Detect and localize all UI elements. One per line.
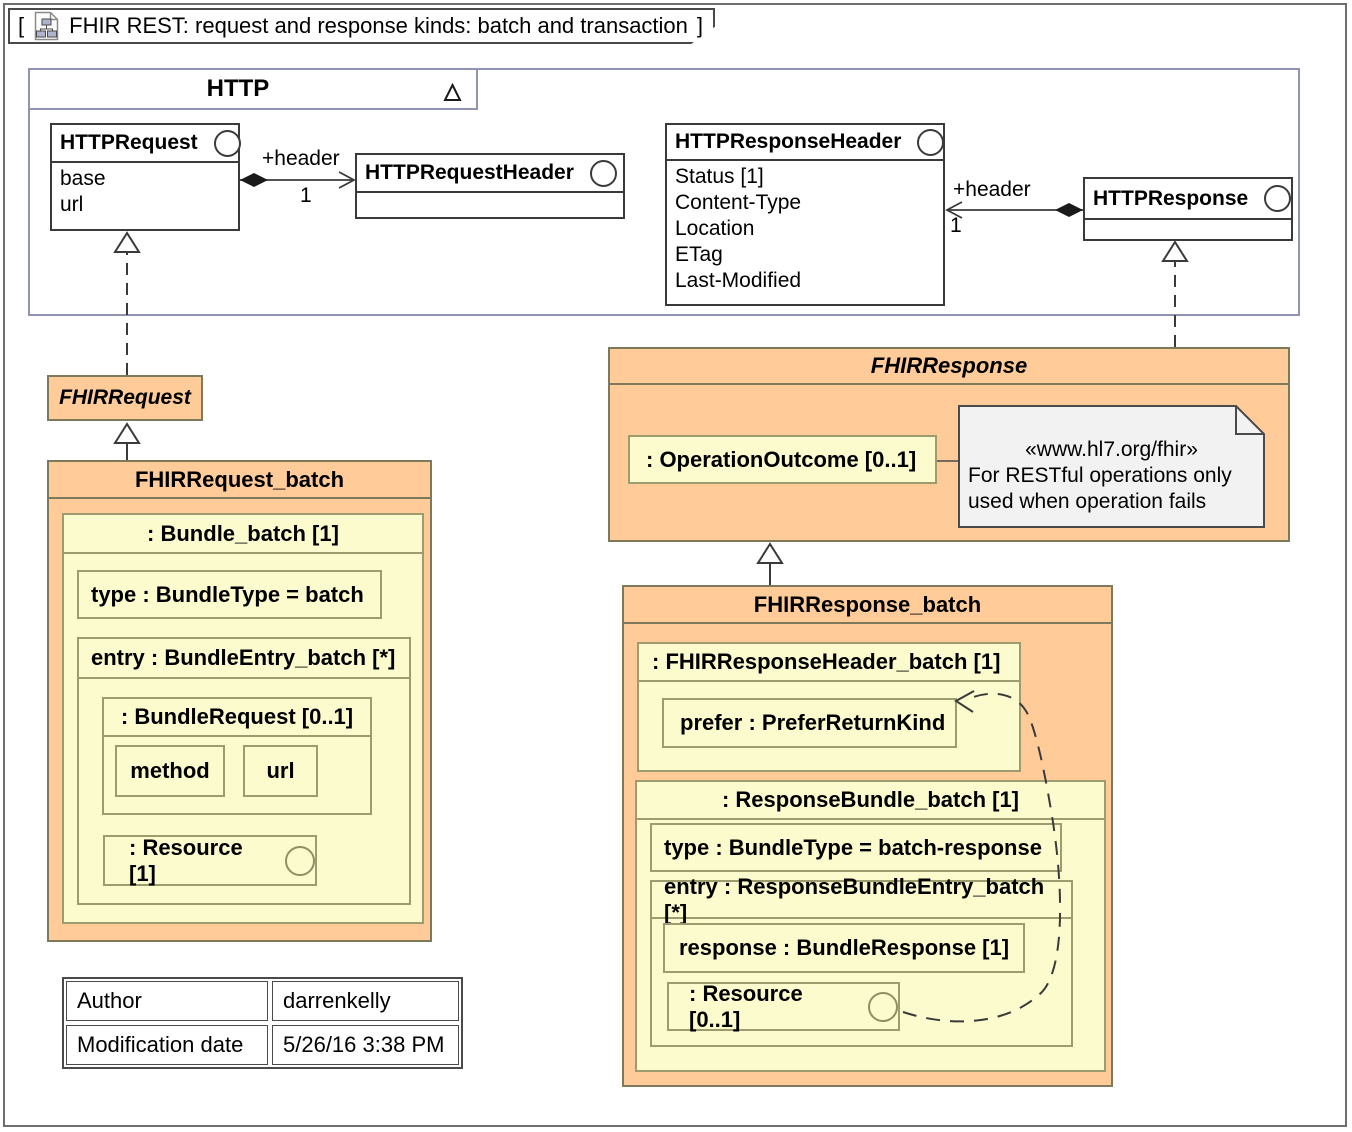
- part-operationoutcome[interactable]: : OperationOutcome [0..1]: [628, 435, 937, 484]
- class-httprequest-name: HTTPRequest: [60, 131, 198, 154]
- class-fhirrequest-batch-name: FHIRRequest_batch: [134, 466, 345, 492]
- part-url[interactable]: url: [243, 745, 318, 797]
- attribute-etag: ETag: [675, 243, 723, 266]
- diagram-tab-border: [8, 8, 715, 44]
- class-fhirresponse-name: FHIRResponse: [870, 353, 1028, 378]
- classifier-circle-icon: [285, 845, 315, 876]
- classifier-circle-icon: [917, 128, 945, 156]
- part-entry-batch-label: entry : BundleEntry_batch [*]: [91, 645, 396, 670]
- part-prefer-label: prefer : PreferReturnKind: [680, 710, 946, 735]
- info-table[interactable]: Author darrenkelly Modification date 5/2…: [62, 977, 463, 1069]
- empty-compartment: [357, 193, 623, 217]
- class-httprequest[interactable]: HTTPRequest base url: [50, 123, 241, 231]
- class-fhirrequest-name: FHIRRequest: [59, 386, 191, 409]
- class-httpresponse-name: HTTPResponse: [1093, 186, 1249, 210]
- note-line1: For RESTful operations only: [968, 464, 1232, 487]
- part-bundleresponse-label: response : BundleResponse [1]: [679, 935, 1010, 960]
- part-responsebundle-batch-label: : ResponseBundle_batch [1]: [721, 787, 1020, 812]
- assoc-role-label: +header: [953, 178, 1031, 201]
- part-bundle-batch-label: : Bundle_batch [1]: [147, 520, 339, 546]
- diagram-tab[interactable]: [ FHIR REST: request and response kinds:…: [8, 8, 716, 44]
- assoc-multiplicity-label: 1: [300, 184, 312, 207]
- note-stereotype: «www.hl7.org/fhir»: [1025, 438, 1198, 461]
- class-httprequestheader[interactable]: HTTPRequestHeader: [355, 153, 625, 219]
- classifier-circle-icon: [868, 991, 898, 1022]
- info-table-cell: Modification date: [66, 1025, 268, 1065]
- http-frame-header[interactable]: HTTP: [28, 68, 478, 110]
- part-url-label: url: [266, 758, 295, 783]
- part-resource-response-label: : Resource [0..1]: [689, 980, 803, 1032]
- info-table-cell: Author: [66, 981, 268, 1021]
- part-resource-response[interactable]: : Resource [0..1]: [667, 980, 900, 1032]
- http-frame-title: HTTP: [206, 75, 270, 102]
- diagram-outer-border: [3, 3, 1347, 1127]
- classifier-circle-icon: [1264, 185, 1292, 212]
- part-operationoutcome-label: : OperationOutcome [0..1]: [646, 446, 917, 472]
- part-method[interactable]: method: [115, 745, 225, 797]
- info-table-cell: 5/26/16 3:38 PM: [272, 1025, 459, 1065]
- part-fhirresponseheader-batch-label: : FHIRResponseHeader_batch [1]: [652, 649, 1001, 674]
- diagram-kind-icon: [34, 11, 59, 41]
- part-method-label: method: [130, 758, 210, 783]
- note-border: [958, 405, 1265, 528]
- part-resource-label: : Resource [1]: [129, 834, 243, 886]
- note-hl7[interactable]: «www.hl7.org/fhir» For RESTful operation…: [958, 405, 1265, 528]
- classifier-circle-icon: [213, 129, 241, 157]
- class-httpresponse[interactable]: HTTPResponse: [1083, 177, 1293, 241]
- frame-collapse-triangle-icon[interactable]: [443, 83, 462, 102]
- part-entry-batch-response-label: entry : ResponseBundleEntry_batch [*]: [664, 873, 1045, 925]
- part-bundlerequest-label: : BundleRequest [0..1]: [120, 704, 354, 729]
- part-resource[interactable]: : Resource [1]: [103, 835, 317, 886]
- attribute-status: Status [1]: [675, 165, 764, 188]
- tab-open-bracket: [: [18, 13, 25, 38]
- tab-close-bracket: ]: [696, 13, 704, 38]
- part-type-batch-response[interactable]: type : BundleType = batch-response: [650, 823, 1062, 872]
- attribute-base: base: [60, 167, 106, 190]
- part-prefer[interactable]: prefer : PreferReturnKind: [662, 698, 957, 748]
- class-httprequestheader-name: HTTPRequestHeader: [365, 161, 574, 184]
- attribute-content-type: Content-Type: [675, 191, 802, 214]
- modification-date-label: Modification date: [77, 1032, 244, 1057]
- attribute-last-modified: Last-Modified: [675, 269, 802, 292]
- note-line2: used when operation fails: [968, 490, 1207, 513]
- class-httpresponseheader[interactable]: HTTPResponseHeader Status [1] Content-Ty…: [665, 123, 945, 306]
- class-httpresponseheader-name: HTTPResponseHeader: [675, 130, 902, 153]
- http-frame[interactable]: [28, 68, 1300, 316]
- info-table-cell: darrenkelly: [272, 981, 459, 1021]
- author-label: Author: [77, 988, 142, 1013]
- part-type-batch-label: type : BundleType = batch: [91, 581, 364, 607]
- assoc-role-label: +header: [262, 147, 340, 170]
- attribute-location: Location: [675, 217, 755, 240]
- author-value: darrenkelly: [283, 988, 391, 1013]
- part-type-batch-response-label: type : BundleType = batch-response: [664, 834, 1042, 860]
- part-type-batch[interactable]: type : BundleType = batch: [77, 570, 382, 619]
- assoc-multiplicity-label: 1: [950, 214, 962, 237]
- modification-date-value: 5/26/16 3:38 PM: [283, 1032, 445, 1057]
- attribute-url: url: [60, 193, 84, 216]
- classifier-circle-icon: [589, 159, 617, 187]
- part-bundleresponse[interactable]: response : BundleResponse [1]: [663, 923, 1025, 973]
- class-fhirresponse-batch-name: FHIRResponse_batch: [753, 591, 982, 617]
- empty-compartment: [1085, 220, 1291, 239]
- class-fhirrequest[interactable]: FHIRRequest: [47, 375, 203, 421]
- diagram-title: FHIR REST: request and response kinds: b…: [69, 13, 688, 38]
